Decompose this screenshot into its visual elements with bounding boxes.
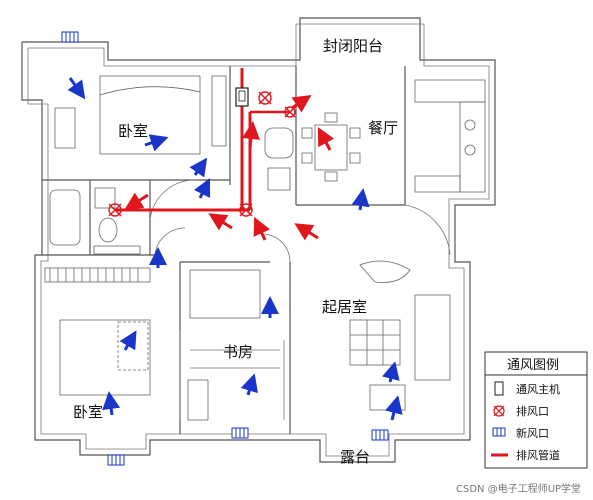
coffee-table	[349, 319, 401, 366]
room-label-bedroom-bottom: 卧室	[73, 403, 103, 421]
exhaust-vent-icon	[493, 405, 505, 417]
room-label-terrace: 露台	[340, 448, 370, 466]
sofa	[414, 294, 451, 381]
exhaust-vent-icon	[239, 203, 253, 217]
bed-bottom	[59, 319, 151, 396]
fresh-airflow-arrows	[67, 77, 403, 421]
exhaust-airflow-arrows	[124, 95, 335, 241]
fresh-air-vent-icon	[371, 429, 389, 441]
bed-top	[99, 75, 201, 155]
legend-title: 通风图例	[507, 358, 559, 373]
dining-table	[314, 124, 348, 171]
legend: 通风图例 通风主机 排风口 新风口 排风管道	[484, 351, 588, 469]
fresh-air-vent-icon	[492, 427, 506, 437]
fresh-air-vent-icon	[107, 454, 125, 466]
room-label-bedroom-top: 卧室	[118, 122, 148, 140]
interior-walls	[42, 66, 451, 434]
legend-item-label: 通风主机	[516, 382, 560, 396]
ventilation-unit-icon	[494, 381, 504, 396]
bathtub	[49, 189, 81, 246]
exhaust-vent-icon	[108, 203, 122, 217]
room-label-living: 起居室	[322, 298, 367, 316]
fresh-air-vent-icon	[231, 427, 249, 439]
exhaust-vent-icon	[258, 91, 272, 105]
fresh-air-vent-icon	[61, 31, 79, 43]
legend-item-label: 排风管道	[516, 448, 560, 462]
ventilation-unit	[235, 87, 249, 107]
legend-item-label: 排风口	[516, 404, 549, 418]
legend-item-label: 新风口	[516, 426, 549, 440]
room-label-study: 书房	[223, 343, 253, 361]
furniture	[44, 75, 486, 421]
outer-walls	[21, 17, 496, 463]
room-label-dining: 餐厅	[368, 119, 398, 137]
room-label-closed-balcony: 封闭阳台	[323, 37, 383, 55]
fresh-air-vents	[61, 31, 389, 466]
watermark: CSDN @电子工程师UP学堂	[456, 482, 581, 495]
study-bed	[189, 269, 261, 319]
